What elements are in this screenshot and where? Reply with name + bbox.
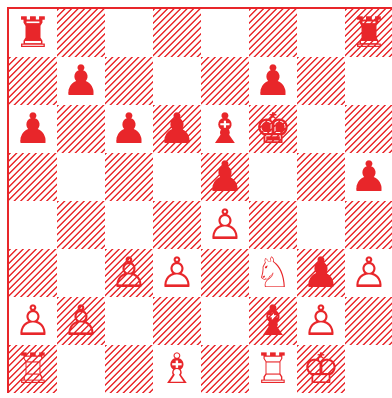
black-pawn-icon[interactable]: ♟ bbox=[9, 105, 57, 153]
square-e7[interactable] bbox=[201, 57, 249, 105]
square-g2[interactable]: ♙ bbox=[297, 297, 345, 345]
square-f5[interactable] bbox=[249, 153, 297, 201]
square-h2[interactable] bbox=[345, 297, 392, 345]
white-pawn-icon[interactable]: ♙ bbox=[57, 297, 105, 345]
square-h1[interactable] bbox=[345, 345, 392, 393]
white-king-icon[interactable]: ♔ bbox=[297, 345, 345, 393]
black-rook-icon[interactable]: ♜ bbox=[345, 9, 392, 57]
square-a7[interactable] bbox=[9, 57, 57, 105]
square-d8[interactable] bbox=[153, 9, 201, 57]
square-h3[interactable]: ♙ bbox=[345, 249, 392, 297]
square-b2[interactable]: ♙ bbox=[57, 297, 105, 345]
square-c6[interactable]: ♟ bbox=[105, 105, 153, 153]
black-bishop-icon[interactable]: ♝ bbox=[249, 297, 297, 345]
square-d4[interactable] bbox=[153, 201, 201, 249]
black-bishop-icon[interactable]: ♝ bbox=[201, 105, 249, 153]
square-f7[interactable]: ♟ bbox=[249, 57, 297, 105]
square-b7[interactable]: ♟ bbox=[57, 57, 105, 105]
square-f2[interactable]: ♝ bbox=[249, 297, 297, 345]
square-a8[interactable]: ♜ bbox=[9, 9, 57, 57]
square-e8[interactable] bbox=[201, 9, 249, 57]
square-e3[interactable] bbox=[201, 249, 249, 297]
square-e1[interactable] bbox=[201, 345, 249, 393]
black-pawn-icon[interactable]: ♟ bbox=[249, 57, 297, 105]
black-pawn-icon[interactable]: ♟ bbox=[105, 105, 153, 153]
white-pawn-icon[interactable]: ♙ bbox=[105, 249, 153, 297]
square-b3[interactable] bbox=[57, 249, 105, 297]
chess-board: ♜♜♟♟♟♟♟♝♚♟♟♙♙♙♘♟♙♙♙♝♙♖♗♖♔ bbox=[7, 7, 392, 393]
black-rook-icon[interactable]: ♜ bbox=[9, 9, 57, 57]
white-pawn-icon[interactable]: ♙ bbox=[297, 297, 345, 345]
square-g7[interactable] bbox=[297, 57, 345, 105]
square-e2[interactable] bbox=[201, 297, 249, 345]
black-pawn-icon[interactable]: ♟ bbox=[153, 105, 201, 153]
square-c4[interactable] bbox=[105, 201, 153, 249]
square-c1[interactable] bbox=[105, 345, 153, 393]
square-c3[interactable]: ♙ bbox=[105, 249, 153, 297]
square-f6[interactable]: ♚ bbox=[249, 105, 297, 153]
square-g8[interactable] bbox=[297, 9, 345, 57]
square-h5[interactable]: ♟ bbox=[345, 153, 392, 201]
square-a3[interactable] bbox=[9, 249, 57, 297]
square-e5[interactable]: ♟ bbox=[201, 153, 249, 201]
square-c2[interactable] bbox=[105, 297, 153, 345]
square-h4[interactable] bbox=[345, 201, 392, 249]
square-g1[interactable]: ♔ bbox=[297, 345, 345, 393]
square-f3[interactable]: ♘ bbox=[249, 249, 297, 297]
square-h8[interactable]: ♜ bbox=[345, 9, 392, 57]
square-f1[interactable]: ♖ bbox=[249, 345, 297, 393]
square-c8[interactable] bbox=[105, 9, 153, 57]
square-d6[interactable]: ♟ bbox=[153, 105, 201, 153]
square-f8[interactable] bbox=[249, 9, 297, 57]
black-pawn-icon[interactable]: ♟ bbox=[57, 57, 105, 105]
square-b8[interactable] bbox=[57, 9, 105, 57]
white-knight-icon[interactable]: ♘ bbox=[249, 249, 297, 297]
square-a6[interactable]: ♟ bbox=[9, 105, 57, 153]
square-d2[interactable] bbox=[153, 297, 201, 345]
square-e6[interactable]: ♝ bbox=[201, 105, 249, 153]
square-h6[interactable] bbox=[345, 105, 392, 153]
white-pawn-icon[interactable]: ♙ bbox=[201, 201, 249, 249]
white-pawn-icon[interactable]: ♙ bbox=[9, 297, 57, 345]
black-pawn-icon[interactable]: ♟ bbox=[201, 153, 249, 201]
white-rook-icon[interactable]: ♖ bbox=[249, 345, 297, 393]
square-a4[interactable] bbox=[9, 201, 57, 249]
square-g4[interactable] bbox=[297, 201, 345, 249]
black-king-icon[interactable]: ♚ bbox=[249, 105, 297, 153]
square-g5[interactable] bbox=[297, 153, 345, 201]
square-d7[interactable] bbox=[153, 57, 201, 105]
black-pawn-icon[interactable]: ♟ bbox=[345, 153, 392, 201]
square-a2[interactable]: ♙ bbox=[9, 297, 57, 345]
square-g6[interactable] bbox=[297, 105, 345, 153]
white-bishop-icon[interactable]: ♗ bbox=[153, 345, 201, 393]
white-pawn-icon[interactable]: ♙ bbox=[153, 249, 201, 297]
black-pawn-icon[interactable]: ♟ bbox=[297, 249, 345, 297]
square-a5[interactable] bbox=[9, 153, 57, 201]
square-d5[interactable] bbox=[153, 153, 201, 201]
square-c5[interactable] bbox=[105, 153, 153, 201]
square-e4[interactable]: ♙ bbox=[201, 201, 249, 249]
square-a1[interactable]: ♖ bbox=[9, 345, 57, 393]
square-d3[interactable]: ♙ bbox=[153, 249, 201, 297]
square-b5[interactable] bbox=[57, 153, 105, 201]
white-pawn-icon[interactable]: ♙ bbox=[345, 249, 392, 297]
square-c7[interactable] bbox=[105, 57, 153, 105]
square-b6[interactable] bbox=[57, 105, 105, 153]
white-rook-icon[interactable]: ♖ bbox=[9, 345, 57, 393]
square-g3[interactable]: ♟ bbox=[297, 249, 345, 297]
square-b4[interactable] bbox=[57, 201, 105, 249]
square-b1[interactable] bbox=[57, 345, 105, 393]
square-h7[interactable] bbox=[345, 57, 392, 105]
square-f4[interactable] bbox=[249, 201, 297, 249]
square-d1[interactable]: ♗ bbox=[153, 345, 201, 393]
